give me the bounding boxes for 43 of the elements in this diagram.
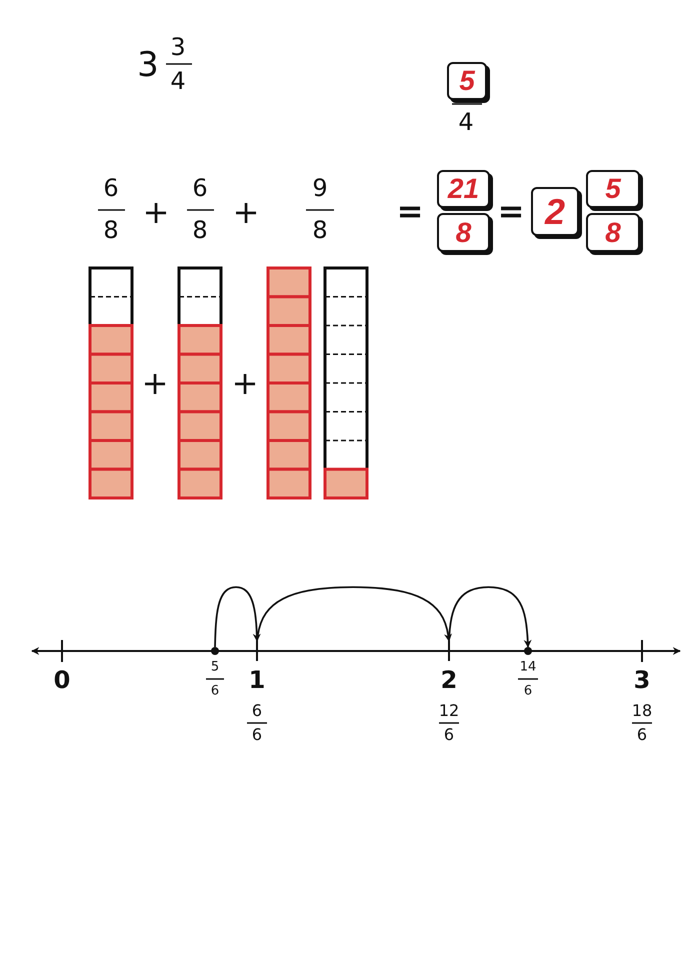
point-dot: [524, 647, 532, 655]
tick-mark: [256, 641, 258, 661]
numerator: 6: [103, 176, 119, 200]
denominator: 8: [312, 218, 328, 242]
answer-box: 2: [531, 187, 579, 236]
answer-box: 5: [586, 170, 640, 208]
answer-box: 21: [437, 170, 490, 208]
denominator: 4: [458, 110, 474, 134]
numerator: 6: [252, 703, 262, 719]
numerator: 6: [192, 176, 208, 200]
plus-sign: +: [232, 196, 260, 228]
numerator: 14: [520, 660, 536, 674]
numerator: 18: [632, 703, 652, 719]
tick-label: 2: [440, 668, 458, 692]
numerator: 5: [210, 660, 220, 674]
tick-label: 3: [634, 668, 650, 692]
whole-number: 3: [137, 48, 159, 82]
denominator: 4: [170, 69, 186, 93]
point-dot: [211, 647, 219, 655]
numerator: 12: [438, 703, 460, 719]
equals-sign: =: [396, 195, 424, 227]
numerator: 3: [170, 35, 186, 59]
jump-arrow: [256, 586, 452, 642]
denominator: 6: [444, 727, 454, 743]
jump-arrow: [448, 586, 532, 648]
answer-box: 8: [586, 213, 640, 252]
plus-sign: +: [142, 196, 170, 228]
denominator: 6: [210, 684, 220, 698]
jump-arrow: [214, 586, 261, 648]
plus-sign: +: [232, 367, 258, 399]
plus-sign: +: [142, 367, 168, 399]
tick-label: 0: [54, 668, 70, 692]
denominator: 6: [252, 727, 262, 743]
answer-box: 5: [447, 62, 487, 100]
equals-sign: =: [498, 195, 524, 227]
denominator: 6: [524, 684, 532, 698]
numerator: 9: [312, 176, 328, 200]
denominator: 6: [636, 727, 648, 743]
denominator: 8: [103, 218, 119, 242]
denominator: 8: [192, 218, 208, 242]
tick-label: 1: [248, 668, 266, 692]
tick-mark: [448, 641, 450, 661]
answer-box: 8: [437, 213, 490, 252]
